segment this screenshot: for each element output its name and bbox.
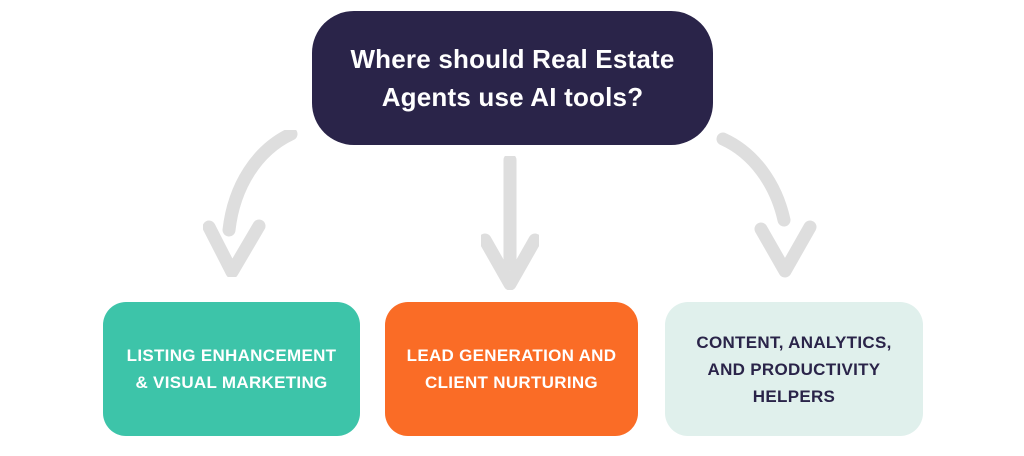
category-box-line: AND PRODUCTIVITY	[707, 359, 881, 379]
arrow-shaft	[716, 132, 791, 227]
title-box: Where should Real Estate Agents use AI t…	[312, 11, 713, 145]
category-box-line: HELPERS	[752, 386, 836, 406]
category-box-lead-generation: LEAD GENERATION AND CLIENT NURTURING	[385, 302, 638, 436]
category-box-line: LISTING ENHANCEMENT	[126, 346, 337, 365]
arrow-head	[203, 219, 266, 277]
title-line-2: Agents use AI tools?	[381, 82, 644, 112]
straight-down-arrow-icon	[481, 156, 539, 290]
category-box-listing-enhancement: LISTING ENHANCEMENT & VISUAL MARKETING	[103, 302, 360, 436]
arrow-shaft	[222, 130, 298, 237]
arrow-head	[481, 233, 539, 290]
category-box-line: & VISUAL MARKETING	[135, 373, 328, 392]
category-box-line: LEAD GENERATION AND	[406, 346, 617, 365]
category-box-content-analytics: CONTENT, ANALYTICS, AND PRODUCTIVITY HEL…	[665, 302, 923, 436]
curved-down-right-arrow-icon	[716, 132, 817, 278]
curved-down-left-arrow-icon	[203, 130, 298, 277]
arrow-head	[754, 220, 817, 278]
category-box-line: CONTENT, ANALYTICS,	[696, 332, 892, 352]
category-box-line: CLIENT NURTURING	[425, 373, 598, 392]
title-line-1: Where should Real Estate	[350, 44, 675, 74]
